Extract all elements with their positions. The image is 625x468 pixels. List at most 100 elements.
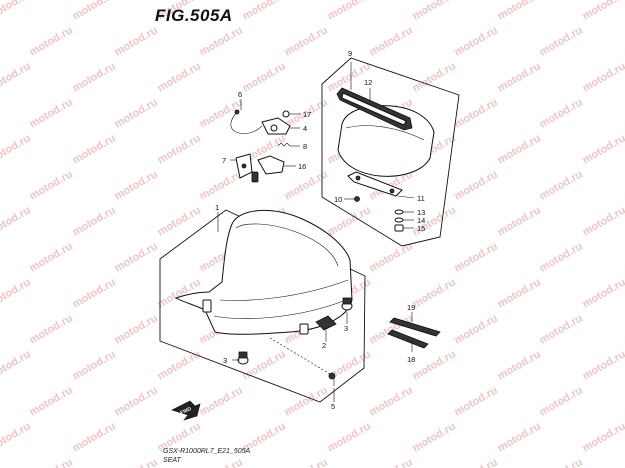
callout-12[interactable]: 12	[364, 78, 372, 87]
watermark-text: motod.ru	[71, 420, 118, 454]
callout-11[interactable]: 11	[417, 194, 425, 203]
watermark-text: motod.ru	[411, 0, 458, 23]
lock-bracket[interactable]	[235, 153, 253, 179]
callout-5[interactable]: 5	[331, 402, 335, 411]
callout-8[interactable]: 8	[303, 142, 307, 151]
watermark-text: motod.ru	[411, 60, 458, 94]
callout-7[interactable]: 7	[222, 156, 226, 165]
watermark-text: motod.ru	[28, 240, 75, 274]
callout-6[interactable]: 6	[238, 90, 242, 99]
watermark-text: motod.ru	[581, 60, 625, 94]
pillion-bracket[interactable]	[347, 171, 403, 197]
callout-10[interactable]: 10	[334, 195, 342, 204]
watermark-text: motod.ru	[0, 348, 33, 382]
watermark-text: motod.ru	[71, 348, 118, 382]
watermark-text: motod.ru	[71, 0, 118, 23]
seat-lock[interactable]	[261, 117, 291, 135]
washer-14[interactable]	[394, 217, 404, 223]
watermark-text: motod.ru	[113, 312, 160, 346]
callout-15[interactable]: 15	[417, 224, 425, 233]
fwd-arrow-icon	[171, 400, 201, 421]
watermark-text: motod.ru	[581, 204, 625, 238]
callout-2[interactable]: 2	[322, 341, 326, 350]
pillion-seat-group-frame	[321, 57, 460, 247]
watermark-text: motod.ru	[581, 348, 625, 382]
watermark-text: motod.ru	[496, 204, 543, 238]
watermark-text: motod.ru	[283, 456, 330, 468]
watermark-text: motod.ru	[241, 348, 288, 382]
nut-15[interactable]	[394, 224, 404, 232]
watermark-text: motod.ru	[113, 384, 160, 418]
watermark-text: motod.ru	[28, 24, 75, 58]
seat-bolt[interactable]	[328, 372, 336, 386]
callout-16[interactable]: 16	[298, 162, 306, 171]
pillion-seat-cover[interactable]	[336, 87, 413, 131]
watermark-text: motod.ru	[28, 96, 75, 130]
watermark-text: motod.ru	[326, 204, 373, 238]
lock-bolt[interactable]	[282, 110, 290, 118]
watermark-text: motod.ru	[538, 456, 585, 468]
watermark-text: motod.ru	[156, 348, 203, 382]
tool-strap-19[interactable]	[389, 317, 441, 337]
callout-17[interactable]: 17	[303, 110, 311, 119]
figure-title: FIG.505A	[155, 6, 233, 25]
watermark-text: motod.ru	[0, 276, 33, 310]
watermark-text: motod.ru	[496, 0, 543, 23]
watermark-text: motod.ru	[283, 384, 330, 418]
fwd-label: FWD	[180, 406, 193, 416]
callout-13[interactable]: 13	[417, 208, 425, 217]
watermark-text: motod.ru	[581, 0, 625, 23]
watermark-text: motod.ru	[113, 168, 160, 202]
key-lock-cylinder[interactable]	[251, 155, 285, 183]
callout-18[interactable]: 18	[407, 355, 415, 364]
callout-3[interactable]: 3	[344, 324, 348, 333]
watermark-text: motod.ru	[71, 132, 118, 166]
watermark-text: motod.ru	[368, 24, 415, 58]
watermark-text: motod.ru	[113, 240, 160, 274]
seat-damper-left[interactable]	[237, 351, 249, 365]
watermark-text: motod.ru	[0, 204, 33, 238]
watermark-text: motod.ru	[581, 132, 625, 166]
watermark-text: motod.ru	[496, 348, 543, 382]
watermark-text: motod.ru	[453, 312, 500, 346]
watermark-text: motod.ru	[496, 420, 543, 454]
watermark-text: motod.ru	[0, 420, 33, 454]
watermark-text: motod.ru	[71, 204, 118, 238]
callout-9[interactable]: 9	[348, 49, 352, 58]
footer-model-code: GSX-R1000RL7_E21_505A	[163, 448, 251, 455]
watermark-text: motod.ru	[326, 420, 373, 454]
seat-damper-right[interactable]	[341, 297, 353, 311]
watermark-text: motod.ru	[411, 420, 458, 454]
tool-strap-18[interactable]	[387, 329, 429, 349]
watermark-text: motod.ru	[453, 240, 500, 274]
watermark-text: motod.ru	[453, 168, 500, 202]
footer-section-name: SEAT	[163, 457, 181, 464]
callout-3[interactable]: 3	[223, 356, 227, 365]
bracket-bolt[interactable]	[354, 196, 360, 202]
washer-13[interactable]	[394, 209, 404, 215]
watermark-text: motod.ru	[411, 348, 458, 382]
watermark-text: motod.ru	[368, 240, 415, 274]
watermark-text: motod.ru	[198, 384, 245, 418]
watermark-text: motod.ru	[71, 60, 118, 94]
watermark-text: motod.ru	[113, 96, 160, 130]
watermark-text: motod.ru	[538, 24, 585, 58]
lock-spring[interactable]	[277, 142, 291, 147]
callout-4[interactable]: 4	[303, 124, 307, 133]
callout-14[interactable]: 14	[417, 216, 425, 225]
seat-cushion-pad[interactable]	[315, 315, 337, 331]
watermark-text: motod.ru	[156, 60, 203, 94]
watermark-text: motod.ru	[496, 60, 543, 94]
watermark-text: motod.ru	[0, 132, 33, 166]
callout-19[interactable]: 19	[407, 303, 415, 312]
seat-lock-cable[interactable]	[230, 109, 263, 134]
watermark-text: motod.ru	[241, 0, 288, 23]
watermark-text: motod.ru	[496, 132, 543, 166]
watermark-text: motod.ru	[581, 276, 625, 310]
callout-1[interactable]: 1	[215, 203, 219, 212]
watermark-text: motod.ru	[411, 276, 458, 310]
watermark-text: motod.ru	[581, 420, 625, 454]
watermark-text: motod.ru	[156, 204, 203, 238]
rider-seat[interactable]	[174, 210, 353, 335]
